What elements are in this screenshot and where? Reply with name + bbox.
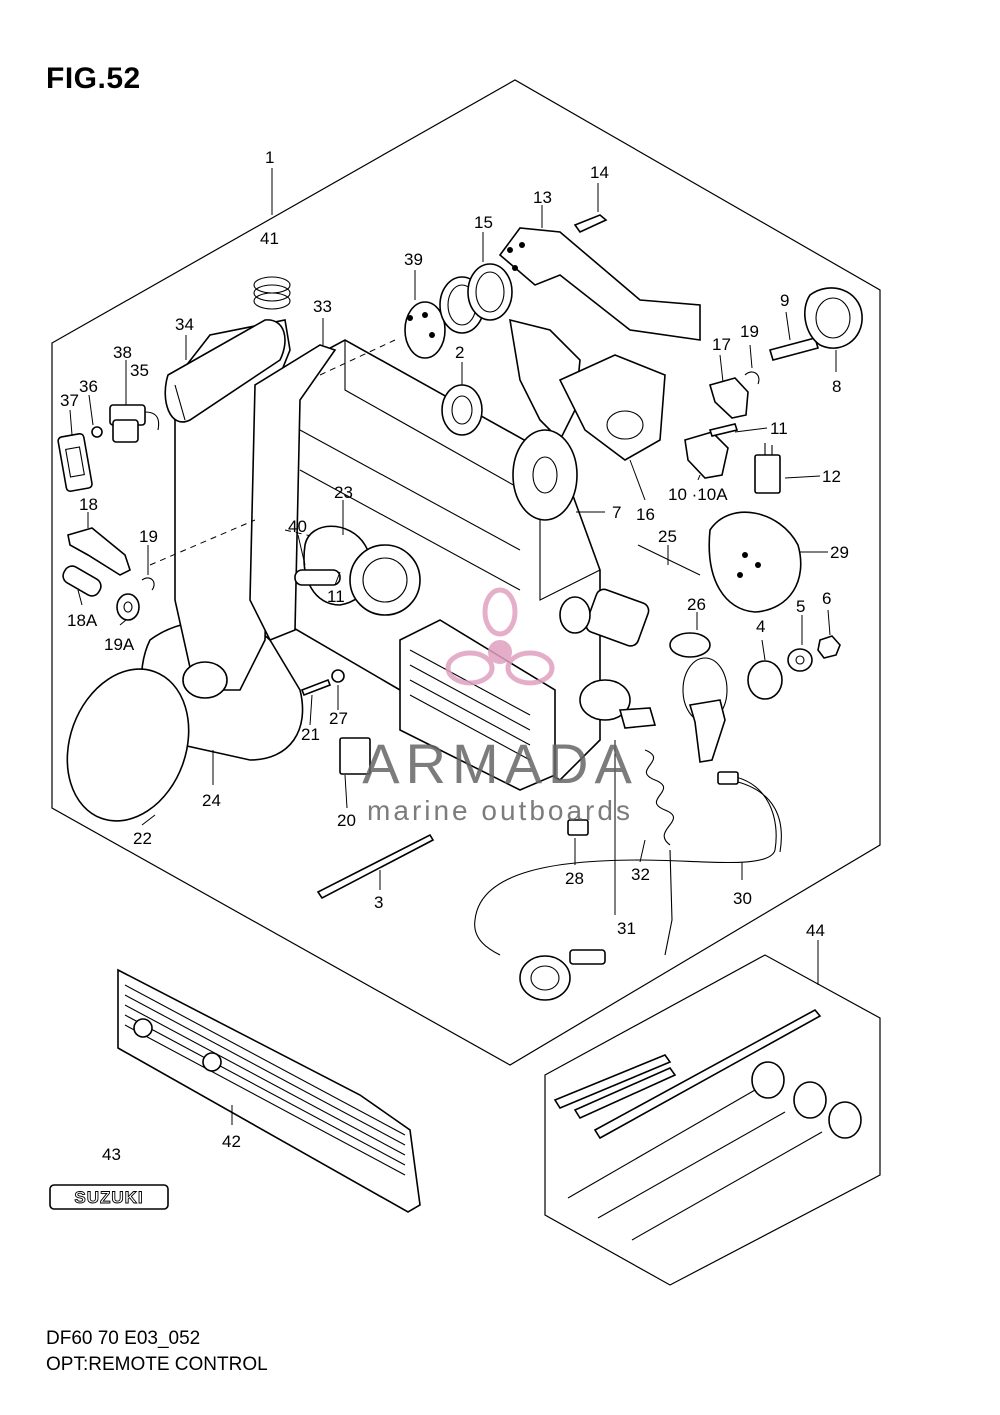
callout-23: 23 <box>334 483 353 502</box>
callout-11-b: 11 <box>327 587 345 606</box>
decal-text: SUZUKI <box>74 1188 143 1207</box>
callout-35: 35 <box>130 361 149 380</box>
callout-2: 2 <box>455 343 464 362</box>
neutral-switch-assembly <box>57 404 160 492</box>
callout-4: 4 <box>756 617 765 636</box>
callout-21: 21 <box>301 725 320 744</box>
callout-9: 9 <box>780 291 789 310</box>
rear-cover <box>708 511 802 613</box>
callout-18: 18 <box>79 495 98 514</box>
callout-19-a: 19 <box>740 322 759 341</box>
callout-8: 8 <box>832 377 841 396</box>
callout-36: 36 <box>79 377 98 396</box>
callout-37: 37 <box>60 391 79 410</box>
watermark-tagline: marine outboards <box>367 795 633 826</box>
callout-32: 32 <box>631 865 650 884</box>
callout-10-10A: 10 ·10A <box>668 485 728 504</box>
callout-19A: 19A <box>104 635 135 654</box>
callout-30: 30 <box>733 889 752 908</box>
mounting-kit <box>553 1008 862 1241</box>
switch-stop-parts <box>684 423 781 494</box>
callout-26: 26 <box>687 595 706 614</box>
callout-22: 22 <box>133 829 152 848</box>
callout-18A: 18A <box>67 611 98 630</box>
callout-39: 39 <box>404 250 423 269</box>
spacer-washer-nut <box>747 635 841 700</box>
long-bolt <box>316 833 435 900</box>
callout-25: 25 <box>658 527 677 546</box>
handle-grip <box>164 319 286 423</box>
callout-14: 14 <box>590 163 609 182</box>
leader-lines <box>69 183 837 915</box>
stop-switch-lanyard <box>567 679 674 956</box>
friction-plates <box>404 263 513 436</box>
callout-7: 7 <box>612 503 621 522</box>
callout-27: 27 <box>329 709 348 728</box>
detent-gear-assembly <box>294 525 421 616</box>
figure-title: FIG.52 <box>46 62 141 95</box>
suzuki-decal: SUZUKI <box>49 1184 169 1210</box>
callout-38: 38 <box>113 343 132 362</box>
callout-5: 5 <box>796 597 805 616</box>
small-fasteners <box>300 669 371 775</box>
callout-29: 29 <box>830 543 849 562</box>
kit-frame <box>544 954 881 1286</box>
callout-6: 6 <box>822 589 831 608</box>
wiring-harness <box>474 771 782 1001</box>
callout-28: 28 <box>565 869 584 888</box>
callout-31: 31 <box>617 919 636 938</box>
callout-33: 33 <box>313 297 332 316</box>
armada-watermark: ARMADA marine outboards <box>362 587 638 826</box>
callout-17: 17 <box>712 335 731 354</box>
callout-34: 34 <box>175 315 194 334</box>
figure-code: DF60 70 E03_052 <box>46 1328 201 1349</box>
callout-15: 15 <box>474 213 493 232</box>
handle-lock-pin-parts <box>62 527 155 621</box>
assembly-frame <box>51 79 881 1066</box>
callout-19-b: 19 <box>139 527 158 546</box>
shift-cam-plates <box>509 318 666 521</box>
watermark-logo <box>445 587 555 686</box>
callout-24: 24 <box>202 791 221 810</box>
callout-42: 42 <box>222 1132 241 1151</box>
callout-3: 3 <box>374 893 383 912</box>
callout-16: 16 <box>636 505 655 524</box>
lever-arm <box>249 344 337 642</box>
spring-part <box>253 276 291 310</box>
callout-13: 13 <box>533 188 552 207</box>
callout-1: 1 <box>265 148 274 167</box>
callout-41: 41 <box>260 229 279 248</box>
callout-44: 44 <box>806 921 825 940</box>
callout-40: 40 <box>288 517 307 536</box>
callout-11-a: 11 <box>770 419 788 438</box>
pivot-hardware-right <box>709 287 863 419</box>
side-trim-plate <box>117 968 421 1213</box>
key-switch-assembly <box>559 588 728 763</box>
throttle-link <box>498 214 701 341</box>
figure-caption: OPT:REMOTE CONTROL <box>46 1354 268 1375</box>
callout-12: 12 <box>822 467 841 486</box>
callout-43: 43 <box>102 1145 121 1164</box>
callout-20: 20 <box>337 811 356 830</box>
callout-labels: 1 2 3 4 5 6 7 8 9 10 ·10A 11 11 12 13 14… <box>60 148 849 1164</box>
watermark-brand: ARMADA <box>362 732 638 795</box>
